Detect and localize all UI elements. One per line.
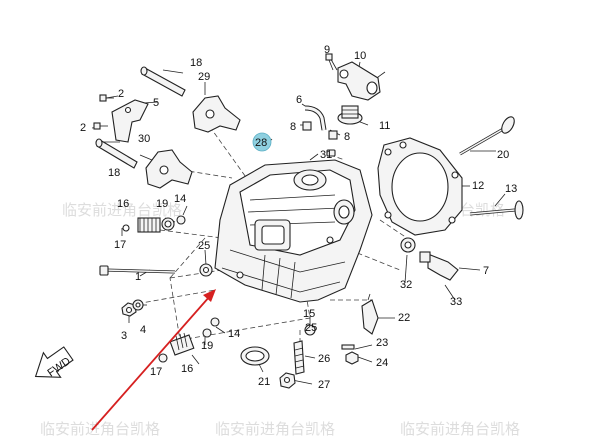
valve-spring-group-lower xyxy=(158,317,220,363)
label-part-4: 4 xyxy=(140,324,146,336)
cylinder-head-body xyxy=(214,159,373,303)
label-part-5: 5 xyxy=(153,97,159,109)
label-part-2-upper: 2 xyxy=(118,88,124,100)
label-part-30: 30 xyxy=(138,133,150,145)
thermostat-housing-part-10 xyxy=(337,61,381,101)
label-part-14-upper: 14 xyxy=(174,193,186,205)
watermark-left: 临安前进角台凯格 xyxy=(62,201,182,219)
label-part-10: 10 xyxy=(354,50,366,62)
stud-bolt-part-1 xyxy=(99,265,176,276)
label-part-6: 6 xyxy=(296,94,302,106)
spark-plug-part-22 xyxy=(361,293,379,335)
label-part-24: 24 xyxy=(376,357,388,369)
label-part-8-left: 8 xyxy=(290,121,296,133)
label-part-32: 32 xyxy=(400,279,412,291)
valve-spring-group-upper xyxy=(122,215,186,233)
washer-part-25-lower xyxy=(304,324,316,336)
bracket-part-5 xyxy=(111,99,149,143)
rocker-shaft-part-18-upper xyxy=(140,66,186,97)
callout-labels: 1 2 2 3 4 5 6 7 8 8 9 10 11 12 13 14 14 … xyxy=(80,44,517,391)
washer-part-32 xyxy=(400,237,416,253)
label-part-33: 33 xyxy=(450,296,462,308)
clamp-part-8-right xyxy=(328,130,338,140)
label-part-31: 31 xyxy=(320,149,332,161)
watermark-bottom-mid: 临安前进角台凯格 xyxy=(215,420,335,436)
red-pointer-arrow xyxy=(91,289,216,431)
label-part-16-upper: 16 xyxy=(117,198,129,210)
label-part-8-right: 8 xyxy=(344,131,350,143)
pipe-part-6 xyxy=(304,105,327,131)
label-part-21: 21 xyxy=(258,376,270,388)
watermark-bottom-left: 临安前进角台凯格 xyxy=(40,420,160,436)
label-part-23: 23 xyxy=(376,337,388,349)
label-part-19-lower: 19 xyxy=(201,340,213,352)
valve-part-13 xyxy=(469,200,524,220)
nut-part-24 xyxy=(345,351,359,365)
label-part-25-lower: 25 xyxy=(305,322,317,334)
label-part-9-left: 9 xyxy=(324,44,330,56)
head-gasket-part-12 xyxy=(377,137,463,236)
label-part-11: 11 xyxy=(379,120,390,132)
rocker-shaft-part-18-lower xyxy=(95,138,138,169)
label-part-3: 3 xyxy=(121,330,127,342)
label-part-25-upper: 25 xyxy=(198,240,210,252)
label-part-22: 22 xyxy=(398,312,410,324)
label-part-18-lower: 18 xyxy=(108,167,120,179)
label-part-15: 15 xyxy=(303,308,315,320)
pin-part-23 xyxy=(341,344,355,350)
label-part-16-lower: 16 xyxy=(181,363,193,375)
fwd-arrow-icon: FWD xyxy=(34,346,74,379)
washer-part-4 xyxy=(132,299,144,311)
label-part-13: 13 xyxy=(505,183,517,195)
label-part-20: 20 xyxy=(497,149,509,161)
washer-part-25-upper xyxy=(199,263,213,277)
label-part-12: 12 xyxy=(472,180,484,192)
label-part-26: 26 xyxy=(318,353,330,365)
valve-part-20 xyxy=(459,116,515,156)
label-part-7: 7 xyxy=(483,265,489,277)
label-part-19-upper: 19 xyxy=(156,198,168,210)
label-part-1: 1 xyxy=(135,271,141,283)
bolt-part-9 xyxy=(325,53,334,71)
nut-part-3 xyxy=(121,302,137,317)
label-part-18-upper: 18 xyxy=(190,57,202,69)
label-part-14-lower: 14 xyxy=(228,328,240,340)
part-28-highlight-circle xyxy=(252,132,272,152)
seal-ring-part-21 xyxy=(240,346,270,366)
watermark-bottom-right: 临安前进角台凯格 xyxy=(400,420,520,436)
rocker-arm-part-29 xyxy=(192,95,241,133)
nut-part-27 xyxy=(279,372,296,389)
rocker-arm-part-30 xyxy=(145,149,193,189)
bolt-part-2-upper xyxy=(99,94,114,102)
clamp-part-8-left xyxy=(302,121,312,131)
bolt-part-2-lower xyxy=(93,122,108,130)
thermostat-part-11 xyxy=(337,105,363,125)
bolt-part-31 xyxy=(326,149,336,157)
label-part-27: 27 xyxy=(318,379,330,391)
label-part-17-lower: 17 xyxy=(150,366,162,378)
label-part-2-lower: 2 xyxy=(80,122,86,134)
stud-part-26 xyxy=(293,340,305,375)
label-part-28: 28 xyxy=(255,137,267,149)
label-part-17-upper: 17 xyxy=(114,239,126,251)
label-part-29: 29 xyxy=(198,71,210,83)
sensor-part-33 xyxy=(419,251,459,281)
